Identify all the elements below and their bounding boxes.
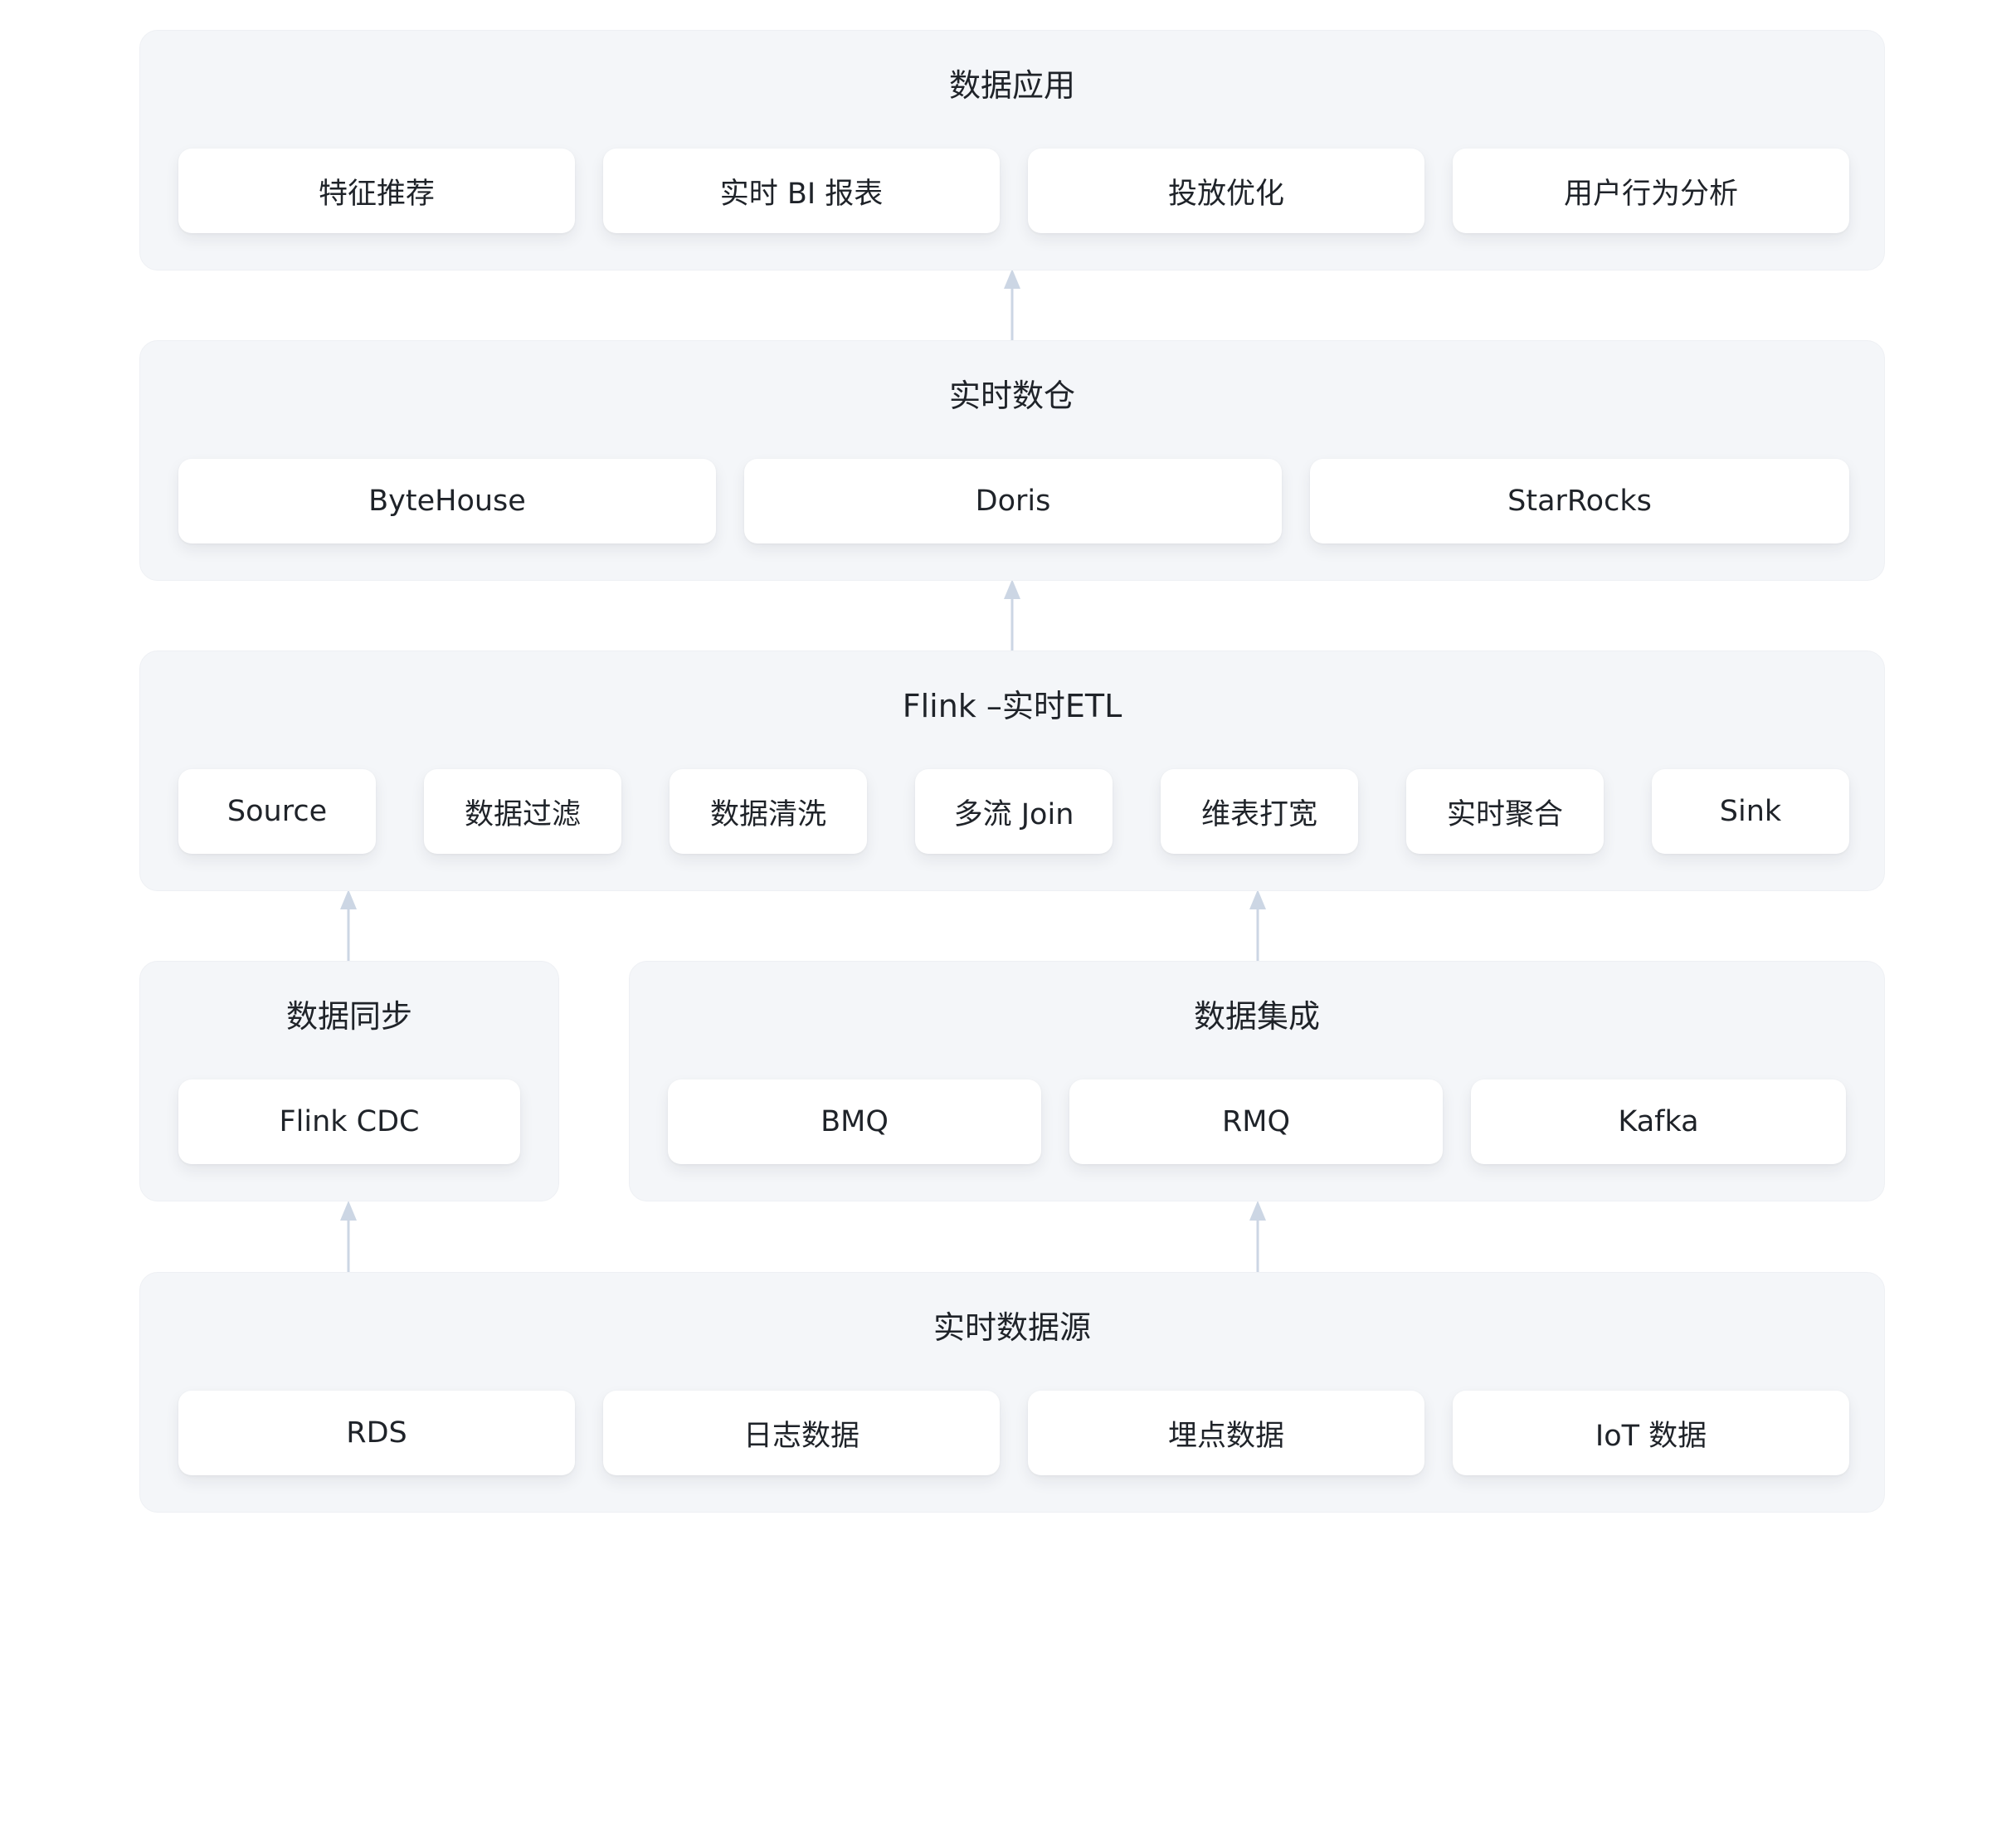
layer-data-sync: 数据同步 Flink CDC <box>139 961 559 1201</box>
node-dimension-widening[interactable]: 维表打宽 <box>1161 769 1358 854</box>
node-source[interactable]: Source <box>178 769 376 854</box>
layer-realtime-data-source: 实时数据源 RDS 日志数据 埋点数据 IoT 数据 <box>139 1272 1885 1513</box>
node-rmq[interactable]: RMQ <box>1069 1079 1443 1164</box>
node-sink[interactable]: Sink <box>1652 769 1849 854</box>
node-doris[interactable]: Doris <box>744 459 1282 543</box>
node-realtime-bi-report[interactable]: 实时 BI 报表 <box>603 149 1000 233</box>
layer-title: 数据应用 <box>948 67 1075 104</box>
node-flink-cdc[interactable]: Flink CDC <box>178 1079 520 1164</box>
node-rds[interactable]: RDS <box>178 1391 575 1475</box>
arrowhead-etl-right <box>1249 889 1266 909</box>
arrowhead-sync <box>340 1201 357 1221</box>
node-ad-optimization[interactable]: 投放优化 <box>1028 149 1424 233</box>
layer-title: 数据同步 <box>285 998 412 1035</box>
layer-title: 数据集成 <box>1193 998 1320 1035</box>
node-data-cleaning[interactable]: 数据清洗 <box>670 769 867 854</box>
node-feature-recommendation[interactable]: 特征推荐 <box>178 149 575 233</box>
arrowhead-app <box>1004 269 1020 289</box>
node-tracking-data[interactable]: 埋点数据 <box>1028 1391 1424 1475</box>
layer-realtime-warehouse: 实时数仓 ByteHouse Doris StarRocks <box>139 340 1885 581</box>
layer-title: Flink –实时ETL <box>902 688 1122 724</box>
layer-data-application: 数据应用 特征推荐 实时 BI 报表 投放优化 用户行为分析 <box>139 30 1885 270</box>
node-data-filter[interactable]: 数据过滤 <box>424 769 621 854</box>
arrowhead-integration <box>1249 1201 1266 1221</box>
node-bytehouse[interactable]: ByteHouse <box>178 459 716 543</box>
node-multistream-join[interactable]: 多流 Join <box>915 769 1113 854</box>
node-starrocks[interactable]: StarRocks <box>1310 459 1849 543</box>
layer-title: 实时数仓 <box>948 378 1075 414</box>
node-user-behavior-analysis[interactable]: 用户行为分析 <box>1453 149 1849 233</box>
layer-data-integration: 数据集成 BMQ RMQ Kafka <box>629 961 1885 1201</box>
arrowhead-warehouse <box>1004 579 1020 599</box>
node-log-data[interactable]: 日志数据 <box>603 1391 1000 1475</box>
node-iot-data[interactable]: IoT 数据 <box>1453 1391 1849 1475</box>
arrowhead-etl-left <box>340 889 357 909</box>
node-kafka[interactable]: Kafka <box>1471 1079 1846 1164</box>
node-bmq[interactable]: BMQ <box>668 1079 1041 1164</box>
layer-flink-etl: Flink –实时ETL Source 数据过滤 数据清洗 多流 Join 维表… <box>139 651 1885 891</box>
layer-title: 实时数据源 <box>933 1309 1091 1346</box>
node-realtime-aggregation[interactable]: 实时聚合 <box>1406 769 1604 854</box>
